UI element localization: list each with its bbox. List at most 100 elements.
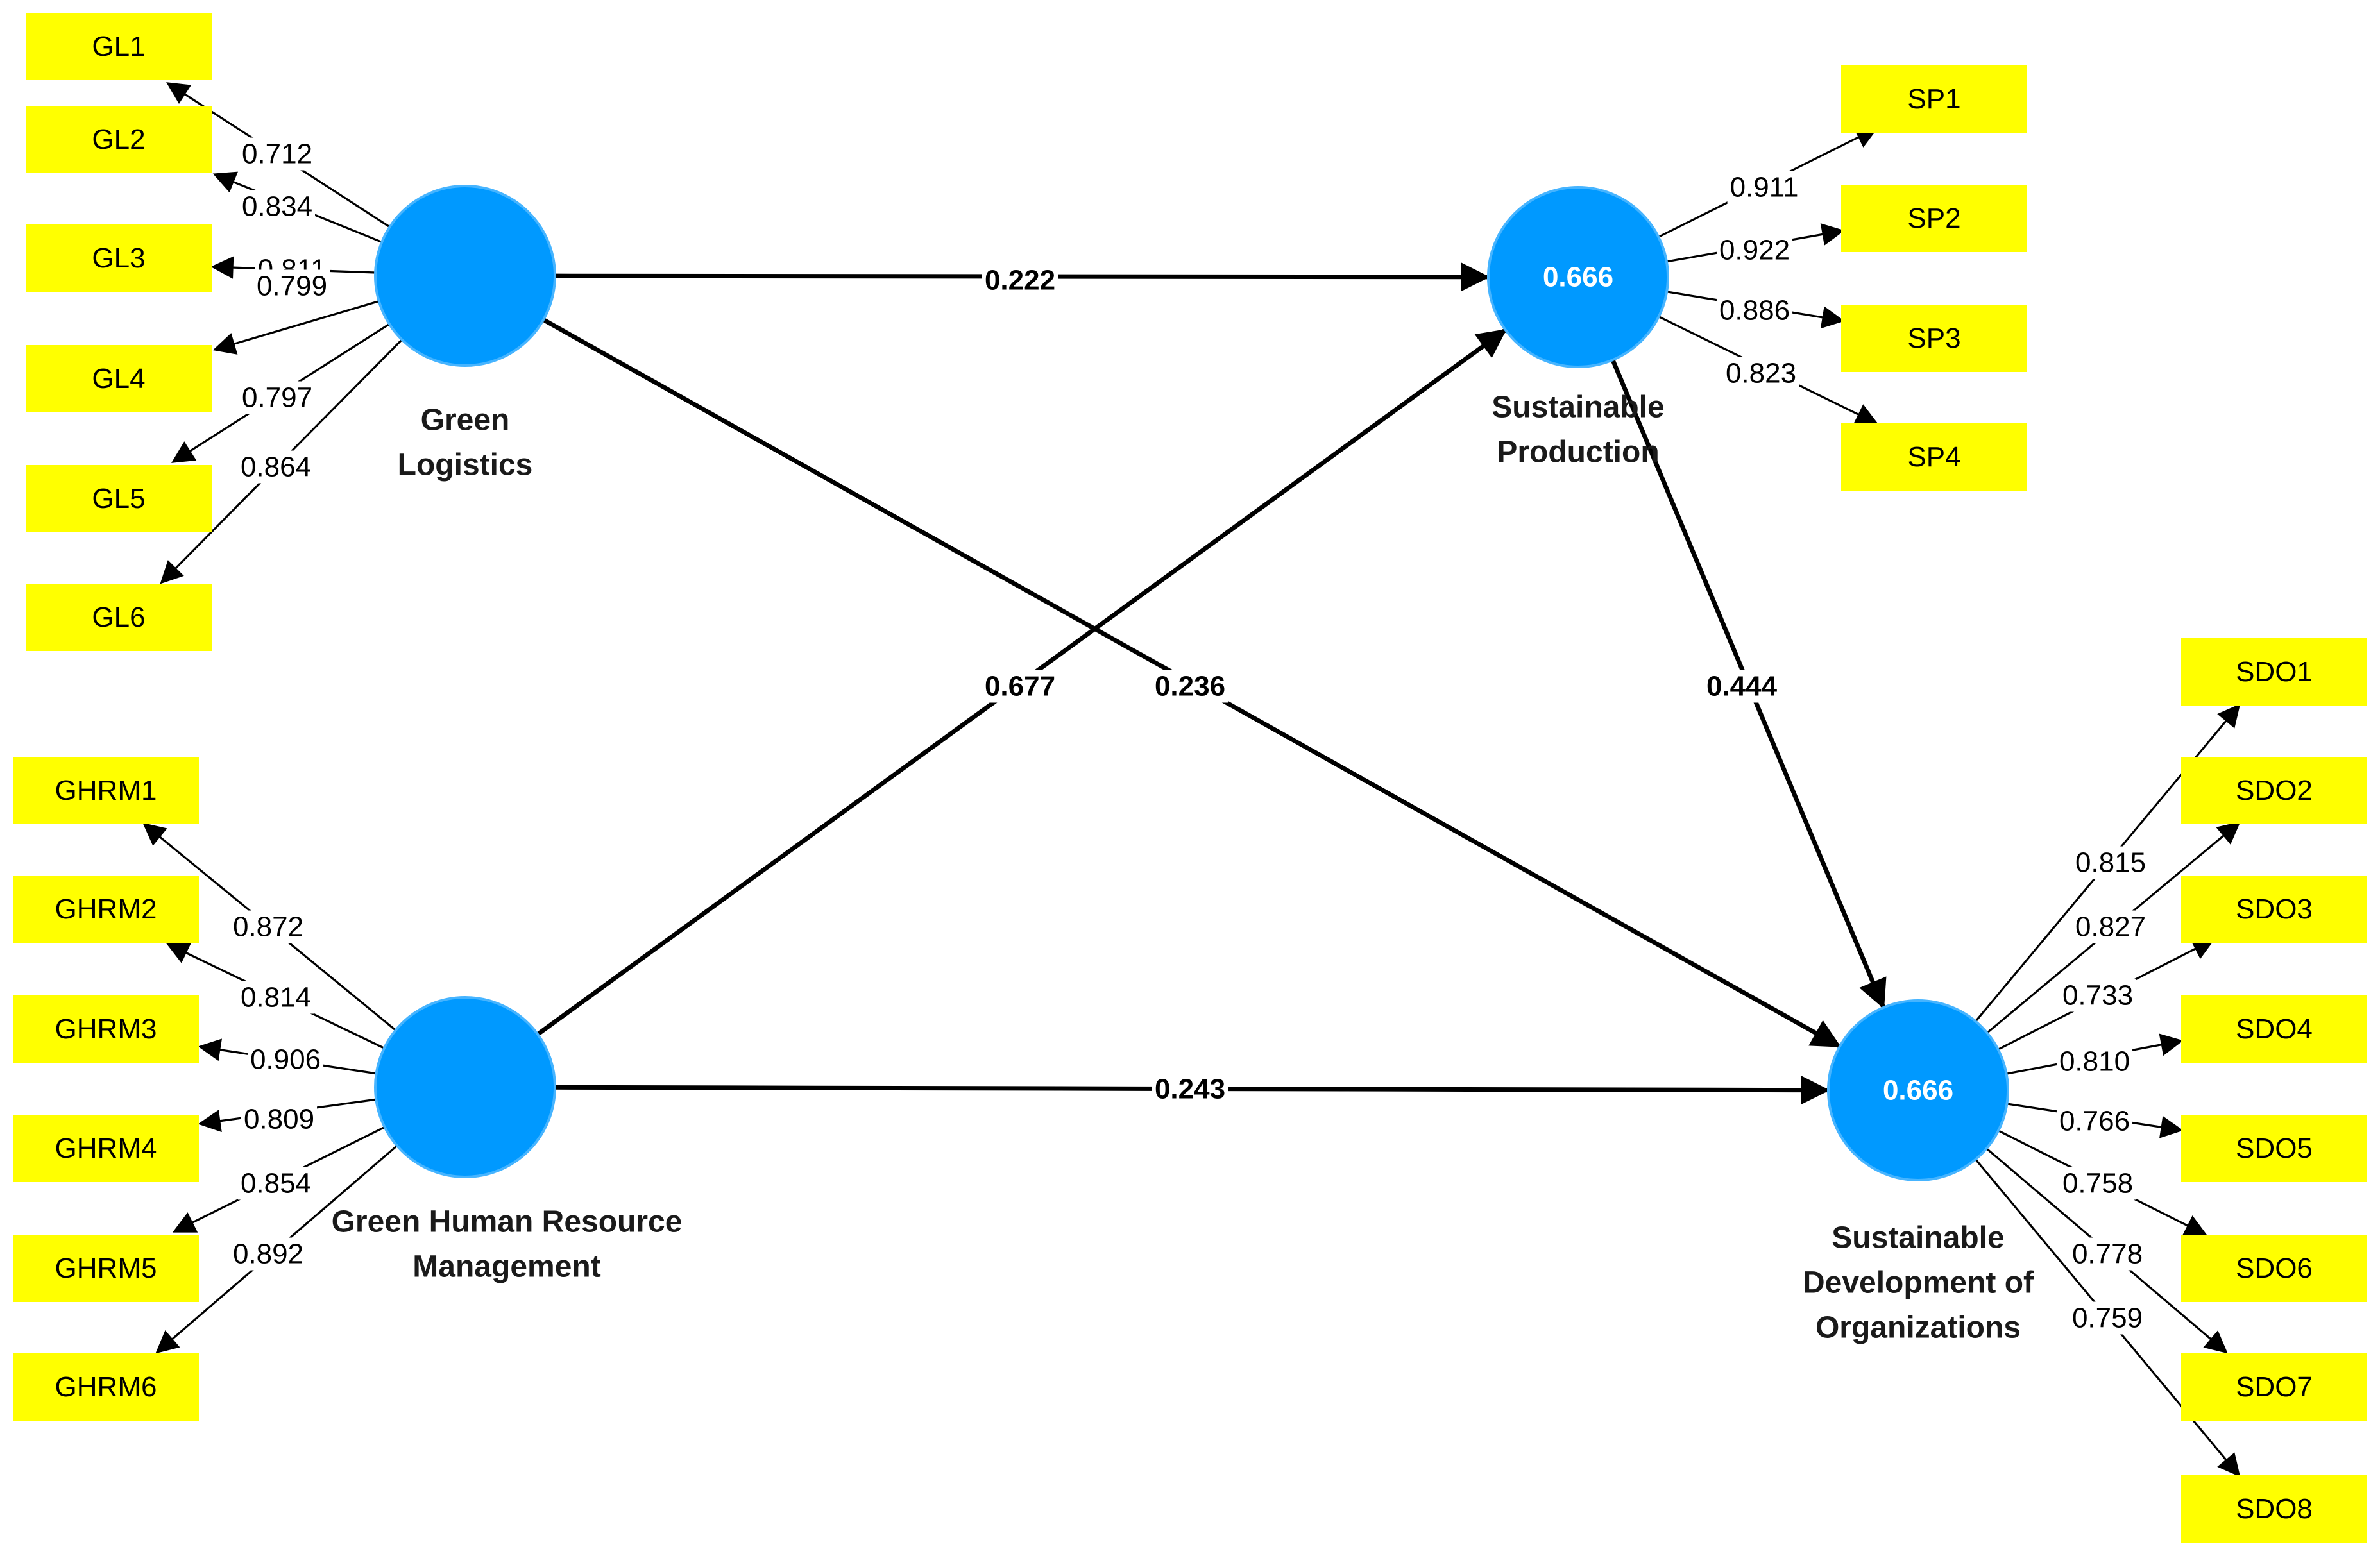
loading-label-sp2: 0.922 bbox=[1716, 233, 1793, 267]
loading-label-sdo6: 0.758 bbox=[2059, 1167, 2136, 1200]
loading-label-gl2: 0.834 bbox=[239, 190, 316, 223]
construct-name-line: Sustainable bbox=[1832, 1221, 2004, 1255]
indicator-box bbox=[26, 224, 212, 292]
indicator-label: GHRM5 bbox=[55, 1253, 157, 1284]
construct-name-line: Sustainable bbox=[1492, 391, 1664, 425]
loading-label-sdo4-bg bbox=[2056, 1045, 2133, 1078]
path-coef-ghrm-sp: 0.677 bbox=[982, 670, 1058, 703]
loading-label-ghrm5: 0.854 bbox=[237, 1167, 314, 1200]
loading-label-sdo1: 0.815 bbox=[2072, 846, 2149, 879]
indicator-box bbox=[1841, 423, 2027, 491]
indicator-gl6: GL6 bbox=[26, 584, 212, 651]
loading-label-ghrm5-bg bbox=[237, 1167, 314, 1200]
indicator-gl2: GL2 bbox=[26, 106, 212, 173]
path-coef-sp-sdo-bg bbox=[1703, 670, 1780, 703]
construct-name-line: Green Human Resource bbox=[332, 1205, 683, 1239]
indicator-label: GHRM4 bbox=[55, 1133, 157, 1164]
indicator-sdo5: SDO5 bbox=[2181, 1115, 2367, 1182]
indicator-sdo2: SDO2 bbox=[2181, 757, 2367, 824]
loading-label-sdo2-text: 0.827 bbox=[2075, 911, 2146, 943]
indicator-label: GHRM1 bbox=[55, 775, 157, 806]
indicator-label: SDO1 bbox=[2236, 656, 2313, 688]
loading-label-sp3-text: 0.886 bbox=[1719, 295, 1790, 326]
indicator-box bbox=[2181, 1475, 2367, 1543]
construct-circle bbox=[374, 996, 556, 1178]
loading-label-ghrm6: 0.892 bbox=[230, 1237, 307, 1271]
indicator-label: GL6 bbox=[92, 602, 145, 633]
indicator-sp3: SP3 bbox=[1841, 305, 2027, 372]
loading-label-gl2-bg bbox=[239, 190, 316, 223]
path-coef-ghrm-sdo-text: 0.243 bbox=[1155, 1074, 1225, 1105]
loading-label-ghrm2-bg bbox=[237, 981, 314, 1014]
path-coef-gl-sdo-bg bbox=[1152, 670, 1228, 703]
indicator-label: GL1 bbox=[92, 31, 145, 62]
indicator-box bbox=[2181, 757, 2367, 824]
loading-label-sdo1-bg bbox=[2072, 846, 2149, 879]
construct-circle bbox=[1827, 999, 2009, 1181]
path-coef-ghrm-sdo: 0.243 bbox=[1152, 1072, 1228, 1106]
indicator-box bbox=[13, 1235, 199, 1302]
path-coef-ghrm-sdo-bg bbox=[1152, 1072, 1228, 1106]
loading-label-gl6-bg bbox=[237, 450, 314, 484]
indicator-box bbox=[13, 1115, 199, 1182]
loading-label-sdo7-text: 0.778 bbox=[2072, 1239, 2143, 1270]
loading-label-gl1-bg bbox=[239, 137, 316, 171]
loading-label-ghrm6-text: 0.892 bbox=[233, 1239, 303, 1270]
loading-label-sdo4-text: 0.810 bbox=[2059, 1046, 2130, 1078]
construct-name-line: Logistics bbox=[398, 448, 533, 482]
loading-label-ghrm2-text: 0.814 bbox=[241, 982, 311, 1013]
loading-label-sdo5-text: 0.766 bbox=[2059, 1106, 2130, 1137]
indicator-sdo7: SDO7 bbox=[2181, 1353, 2367, 1421]
loading-label-sdo1-text: 0.815 bbox=[2075, 847, 2146, 879]
indicator-label: SDO7 bbox=[2236, 1371, 2313, 1403]
loading-label-sp1-text: 0.911 bbox=[1730, 172, 1799, 203]
loading-label-sdo4: 0.810 bbox=[2056, 1045, 2133, 1078]
indicator-ghrm2: GHRM2 bbox=[13, 876, 199, 943]
indicator-sdo3: SDO3 bbox=[2181, 876, 2367, 943]
loading-label-sdo7: 0.778 bbox=[2069, 1237, 2146, 1271]
path-coef-gl-sp: 0.222 bbox=[982, 264, 1058, 297]
loading-label-sdo6-text: 0.758 bbox=[2062, 1168, 2133, 1199]
labels-layer: 0.7120.8340.8110.7990.7970.8640.8720.814… bbox=[230, 137, 2149, 1345]
indicator-label: GL4 bbox=[92, 363, 145, 394]
loading-label-sdo2-bg bbox=[2072, 910, 2149, 943]
indicator-box bbox=[1841, 185, 2027, 252]
loading-label-gl2-text: 0.834 bbox=[242, 191, 312, 223]
indicator-box bbox=[13, 995, 199, 1063]
indicator-label: GL5 bbox=[92, 483, 145, 514]
loading-label-sp4-text: 0.823 bbox=[1726, 358, 1796, 389]
loading-label-ghrm4: 0.809 bbox=[241, 1103, 318, 1136]
loading-arrow-gl4 bbox=[212, 300, 380, 355]
loading-label-gl1-text: 0.712 bbox=[242, 139, 312, 170]
indicator-box bbox=[2181, 638, 2367, 706]
indicator-box bbox=[26, 465, 212, 532]
loading-label-sdo5-bg bbox=[2056, 1104, 2133, 1138]
indicator-label: GL3 bbox=[92, 242, 145, 274]
construct-gl bbox=[374, 185, 556, 367]
loading-label-gl5-bg bbox=[239, 381, 316, 414]
path-coef-gl-sp-bg bbox=[982, 264, 1058, 297]
indicator-label: SP4 bbox=[1907, 441, 1960, 473]
loading-label-ghrm2: 0.814 bbox=[237, 981, 314, 1014]
construct-name-line: Organizations bbox=[1815, 1311, 2021, 1345]
construct-name-line: Development of bbox=[1803, 1266, 2034, 1300]
loading-label-gl6: 0.864 bbox=[237, 450, 314, 484]
loading-label-gl1: 0.712 bbox=[239, 137, 316, 171]
indicator-sp2: SP2 bbox=[1841, 185, 2027, 252]
loading-label-ghrm1-text: 0.872 bbox=[233, 911, 303, 943]
path-coef-gl-sdo-text: 0.236 bbox=[1155, 671, 1225, 702]
path-coef-ghrm-sp-bg bbox=[982, 670, 1058, 703]
path-coef-sp-sdo-text: 0.444 bbox=[1706, 671, 1778, 702]
indicator-ghrm3: GHRM3 bbox=[13, 995, 199, 1063]
loading-label-ghrm4-bg bbox=[241, 1103, 318, 1136]
loading-label-sdo6-bg bbox=[2059, 1167, 2136, 1200]
loading-label-sdo5: 0.766 bbox=[2056, 1104, 2133, 1138]
loading-label-ghrm5-text: 0.854 bbox=[241, 1168, 311, 1199]
indicator-label: SDO4 bbox=[2236, 1013, 2313, 1045]
construct-circle bbox=[1487, 186, 1669, 368]
indicator-label: SP1 bbox=[1907, 83, 1960, 115]
loading-label-gl6-text: 0.864 bbox=[241, 452, 311, 483]
loading-label-sdo8: 0.759 bbox=[2069, 1301, 2146, 1335]
indicator-label: SDO6 bbox=[2236, 1253, 2313, 1284]
